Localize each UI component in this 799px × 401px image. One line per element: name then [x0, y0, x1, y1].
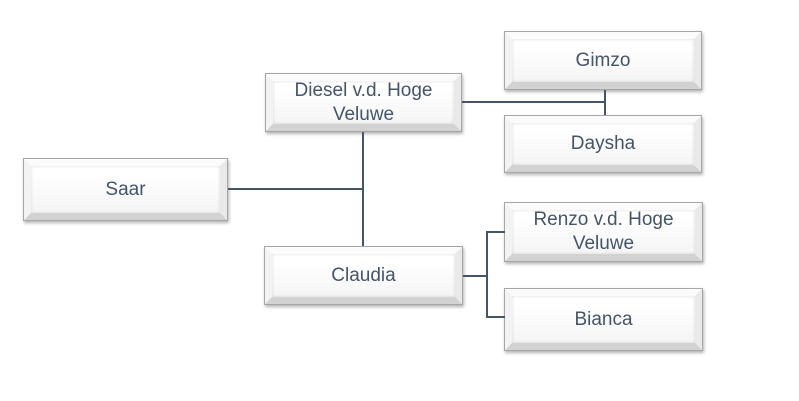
connector-diesel-claudia-line [362, 132, 364, 246]
node-diesel[interactable]: Diesel v.d. Hoge Veluwe [265, 73, 462, 132]
connector-saar-to-parents-line [228, 188, 363, 190]
node-saar[interactable]: Saar [23, 158, 228, 221]
node-bianca[interactable]: Bianca [504, 288, 703, 351]
node-claudia[interactable]: Claudia [264, 246, 463, 305]
node-label-bianca: Bianca [574, 308, 633, 330]
node-label-daysha: Daysha [570, 133, 636, 154]
node-gimzo[interactable]: Gimzo [504, 31, 702, 90]
node-renzo[interactable]: Renzo v.d. Hoge Veluwe [504, 202, 703, 262]
node-label-renzo: Renzo v.d. Hoge Veluwe [533, 209, 674, 254]
node-daysha[interactable]: Daysha [504, 115, 702, 173]
connector-claudia-to-parents-line [463, 275, 488, 277]
node-label-gimzo: Gimzo [575, 49, 631, 71]
connector-bracket-to-bianca-stub [486, 316, 505, 318]
connector-bracket-to-renzo-stub [486, 231, 505, 233]
node-label-claudia: Claudia [331, 264, 396, 286]
connector-gimzo-daysha-line [604, 90, 606, 115]
node-label-saar: Saar [105, 178, 146, 200]
connector-renzo-bianca-bracket [486, 231, 488, 318]
node-label-diesel: Diesel v.d. Hoge Veluwe [294, 79, 433, 125]
connector-diesel-to-parents-line [462, 101, 605, 103]
